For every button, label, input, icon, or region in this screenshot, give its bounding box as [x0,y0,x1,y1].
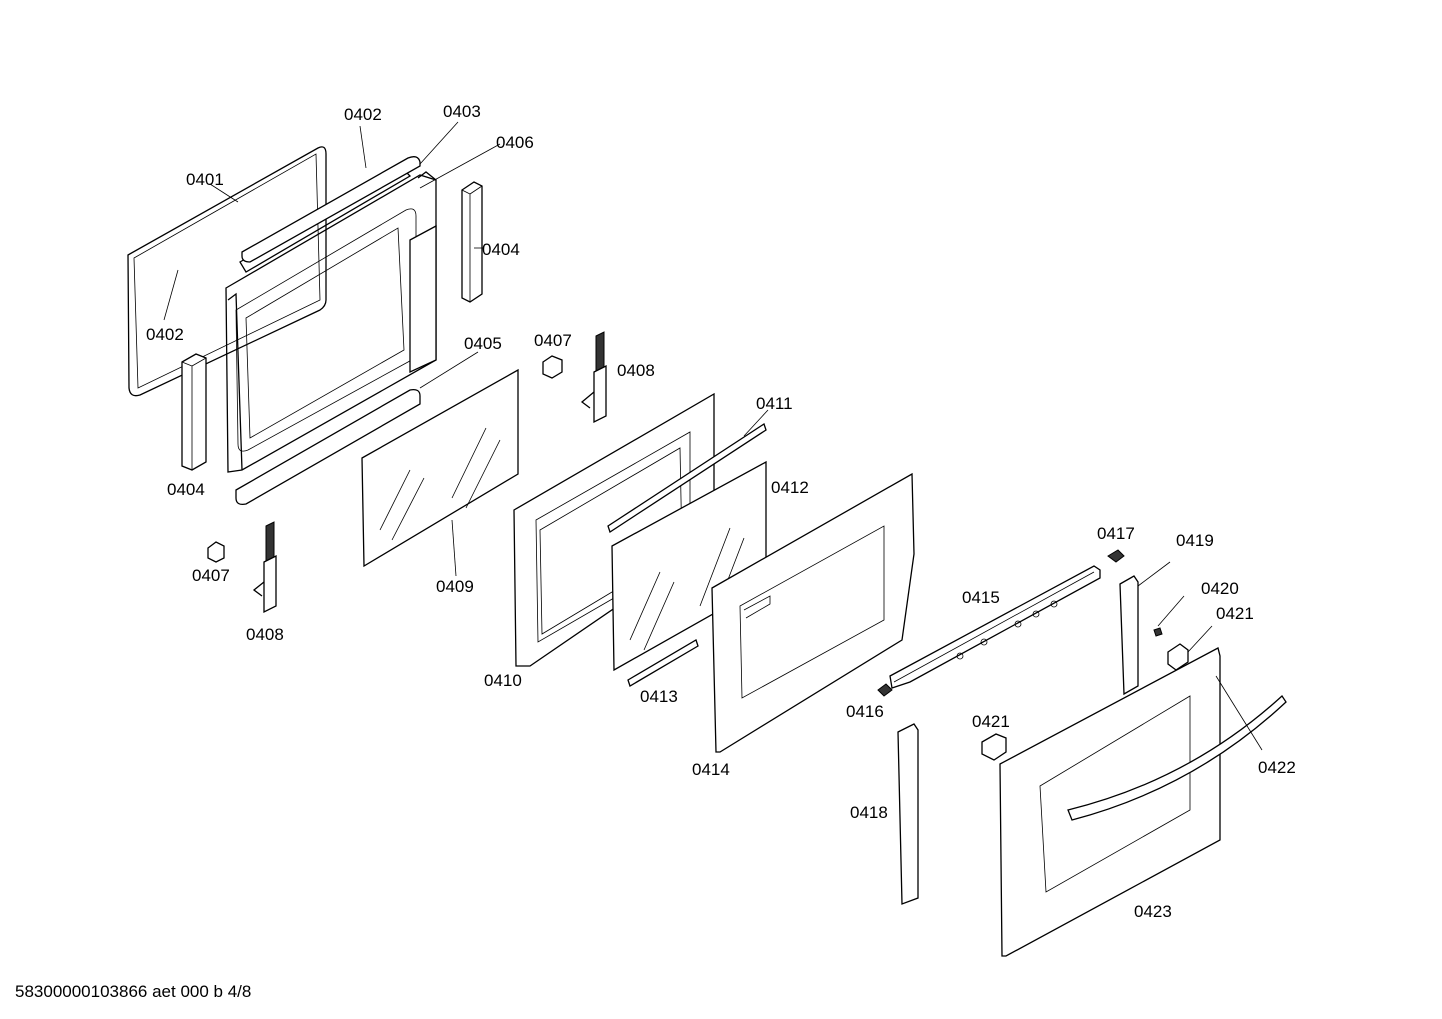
trim-strip-0403 [241,156,421,263]
vent-bar-0415 [889,565,1101,689]
label-0413: 0413 [640,687,678,706]
label-0409: 0409 [436,577,474,596]
label-0402-left: 0402 [146,325,184,344]
label-0420: 0420 [1201,579,1239,598]
side-block-0404-right [461,181,483,303]
label-0407-lower: 0407 [192,566,230,585]
label-0404-left: 0404 [167,480,205,499]
rail-0411 [607,422,767,534]
rail-0413 [627,639,699,687]
label-0408-lower: 0408 [246,625,284,644]
bracket-0421-upper [1167,643,1189,671]
label-0401: 0401 [186,170,224,189]
label-0405: 0405 [464,334,502,353]
label-0404-right: 0404 [482,240,520,259]
label-0412: 0412 [771,478,809,497]
label-0416: 0416 [846,702,884,721]
fastener-0416 [877,683,893,697]
door-handle-0422 [1067,695,1287,821]
label-0411: 0411 [756,394,793,413]
label-0402-top: 0402 [344,105,382,124]
label-0419: 0419 [1176,531,1214,550]
label-0421-upper: 0421 [1216,604,1254,623]
side-profile-0418 [897,723,919,905]
label-0418: 0418 [850,803,888,822]
hinge-0408-upper [580,331,607,424]
trim-strip-0405 [235,388,421,506]
label-0406: 0406 [496,133,534,152]
label-0423: 0423 [1134,902,1172,921]
label-0407-upper: 0407 [534,331,572,350]
label-0410: 0410 [484,671,522,690]
drawing-reference-footer: 58300000103866 aet 000 b 4/8 [15,982,252,1001]
label-0408-upper: 0408 [617,361,655,380]
label-0415: 0415 [962,588,1000,607]
clip-0407-upper [542,355,563,379]
intermediate-panel-0414 [711,472,915,753]
fastener-0417 [1107,549,1125,563]
side-profile-0419 [1119,575,1139,696]
gasket-seal-0401 [127,146,327,397]
clip-0407-lower [207,541,225,563]
hinge-0408-lower [252,521,277,614]
side-block-0404-left [181,353,207,471]
label-0417: 0417 [1097,524,1135,543]
glass-pane-0409 [361,368,519,568]
leader-lines [163,121,1263,751]
inner-door-frame [225,167,437,473]
label-0414: 0414 [692,760,730,779]
label-0422: 0422 [1258,758,1296,777]
screw-0420 [1153,627,1163,637]
bracket-0421-lower [981,733,1007,761]
label-0421-lower: 0421 [972,712,1010,731]
label-0403: 0403 [443,102,481,121]
